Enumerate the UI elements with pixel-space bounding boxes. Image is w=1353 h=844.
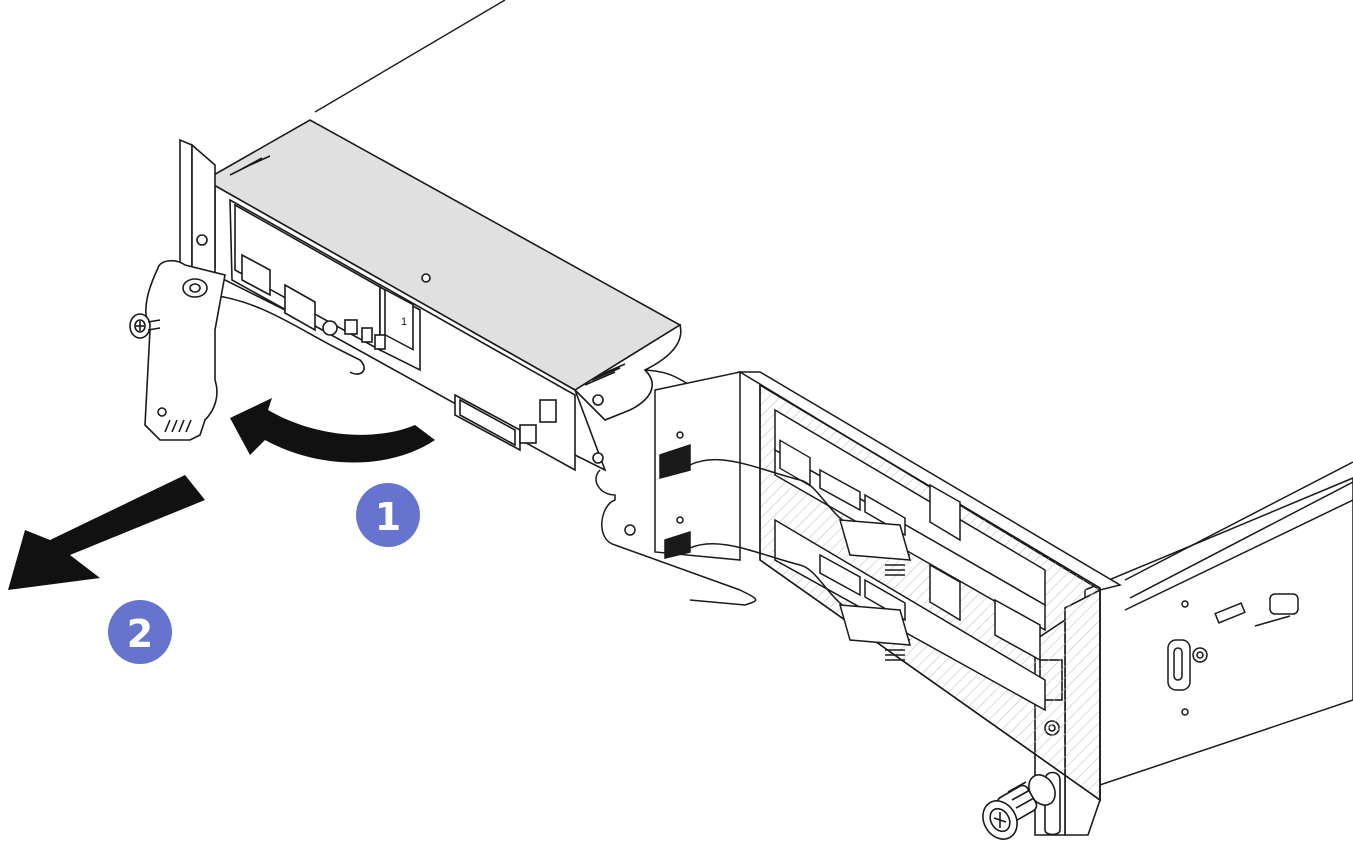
callout-step-1: 1 — [356, 483, 420, 547]
svg-text:2: 2 — [127, 612, 153, 656]
curved-arrow-icon — [230, 398, 435, 463]
chassis-right-side — [1084, 461, 1353, 792]
empty-bay — [595, 369, 1122, 802]
thumbscrew-icon — [129, 313, 161, 339]
tray-slot-label: 1 — [401, 316, 407, 328]
thumbscrew-icon — [982, 774, 1056, 840]
release-latch-icon — [144, 259, 226, 441]
callout-step-2: 2 — [108, 600, 172, 664]
chassis-top-edge — [314, 0, 506, 113]
straight-arrow-icon — [8, 475, 205, 590]
svg-text:1: 1 — [375, 495, 401, 539]
